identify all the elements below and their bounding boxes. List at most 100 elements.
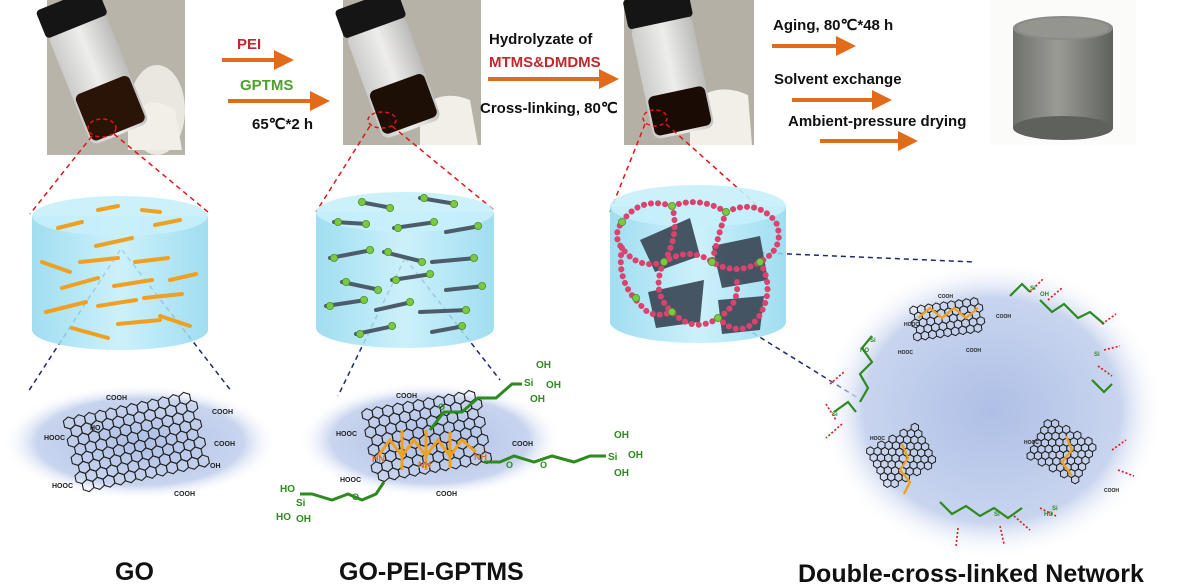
step1-labels: PEI GPTMS 65℃*2 h xyxy=(237,36,313,133)
hooc-label: HOOC xyxy=(1024,440,1039,446)
nh-label: NH xyxy=(418,460,431,470)
hn-label: HN xyxy=(372,454,385,464)
ho-label: HO xyxy=(1044,512,1053,518)
network-halo xyxy=(820,260,1164,560)
si-label: Si xyxy=(870,338,876,344)
silica-network xyxy=(614,199,782,332)
si-label: Si xyxy=(524,378,534,389)
oh-label: OH xyxy=(210,463,221,470)
cooh-label: COOH xyxy=(938,294,953,300)
si-label: Si xyxy=(1030,286,1036,292)
go-chem-labels: COOH COOH HOOC COOH HOOC COOH HO OH xyxy=(44,395,235,498)
network-cylinder xyxy=(610,185,786,343)
vial-photo-3 xyxy=(623,0,754,145)
hooc-label: HOOC xyxy=(904,322,919,328)
bottom-labels: GO GO-PEI-GPTMS Double-cross-linked Netw… xyxy=(115,558,1144,588)
pei-chem-labels: COOH HOOC COOH HOOC COOH xyxy=(336,393,533,498)
cooh-label: COOH xyxy=(512,441,533,448)
oh-label: OH xyxy=(1040,292,1049,298)
condition-label-2: Cross-linking, 80℃ xyxy=(480,100,618,117)
gptms-label: GPTMS xyxy=(240,77,293,94)
cooh-label: COOH xyxy=(174,491,195,498)
hexagon-ring xyxy=(479,451,493,465)
drying-label: Ambient-pressure drying xyxy=(788,113,966,130)
o-label: O xyxy=(438,402,445,412)
hooc-label: HOOC xyxy=(870,436,885,442)
ho-label: HO xyxy=(90,425,101,432)
gptms-o-labels: O O O O xyxy=(352,402,547,502)
nh-label: NH xyxy=(474,452,487,462)
si-label: Si xyxy=(296,498,306,509)
network-go-labels: COOH HOOC COOH HOOC COOH HOOC HOOC COOH xyxy=(870,294,1119,494)
process-arrows-3 xyxy=(772,36,918,151)
hooc-label: HOOC xyxy=(52,483,73,490)
oh-label: OH xyxy=(628,450,643,461)
ho-label: HO xyxy=(276,512,291,523)
si-label: Si xyxy=(1094,352,1100,358)
network-red-bonds xyxy=(825,277,1135,547)
network-structure xyxy=(866,297,1097,489)
hexagon-ring xyxy=(197,454,211,468)
cooh-label: COOH xyxy=(396,393,417,400)
si-label: Si xyxy=(608,452,618,463)
oh-label: OH xyxy=(536,360,551,371)
vial-photo-1 xyxy=(36,0,185,155)
step3-labels: Aging, 80℃*48 h Solvent exchange Ambient… xyxy=(773,17,966,130)
o-label: O xyxy=(352,492,359,502)
hooc-label: HOOC xyxy=(340,477,361,484)
hooc-label: HOOC xyxy=(336,431,357,438)
silane-label: MTMS&DMDMS xyxy=(489,54,601,71)
gray-sheets xyxy=(640,218,768,334)
oh-label: OH xyxy=(546,380,561,391)
cooh-label: COOH xyxy=(996,314,1011,320)
cooh-label: COOH xyxy=(436,491,457,498)
hooc-label: HOOC xyxy=(44,435,65,442)
oh-label: OH xyxy=(296,514,311,525)
oh-label: OH xyxy=(614,468,629,479)
vial-photo-2 xyxy=(335,0,481,145)
si-label: Si xyxy=(994,512,1000,518)
hexagon-ring xyxy=(973,323,983,334)
silanol-labels: OH Si OH OH OH Si OH OH HO Si HO OH xyxy=(276,360,643,525)
network-green-links xyxy=(833,282,1113,520)
pei-label: PEI xyxy=(237,36,261,53)
aerogel-photo xyxy=(990,0,1136,145)
hexagon-ring xyxy=(1088,442,1097,453)
o-label: O xyxy=(540,460,547,470)
cooh-label: COOH xyxy=(212,409,233,416)
network-title: Double-cross-linked Network xyxy=(798,560,1144,588)
network-pei xyxy=(898,306,1074,495)
hexagon-ring xyxy=(883,478,892,488)
gptms-balls xyxy=(325,193,486,338)
go-title: GO xyxy=(115,558,154,586)
network-green-balls xyxy=(618,201,765,322)
process-arrows-1 xyxy=(222,50,330,111)
step2-labels: Hydrolyzate of MTMS&DMDMS Cross-linking,… xyxy=(480,31,618,117)
oh-label: OH xyxy=(614,430,629,441)
si-label: Si xyxy=(832,412,838,418)
condition-label-1: 65℃*2 h xyxy=(252,116,313,133)
go-cylinder xyxy=(32,196,208,350)
ho-label: HO xyxy=(280,484,295,495)
go-structure xyxy=(62,391,211,493)
cooh-label: COOH xyxy=(214,441,235,448)
hooc-label: HOOC xyxy=(898,350,913,356)
go-pei-gptms-title: GO-PEI-GPTMS xyxy=(339,558,524,586)
gptms-chains xyxy=(300,382,606,502)
oh-label: OH xyxy=(530,394,545,405)
go-sheets xyxy=(40,204,198,340)
go-halo xyxy=(2,384,278,500)
cooh-label: COOH xyxy=(106,395,127,402)
go-pei-gptms-cylinder xyxy=(316,192,494,348)
hydrolyzate-label: Hydrolyzate of xyxy=(489,31,593,48)
network-chem-labels: Si OH Si HO Si Si Si HO Si xyxy=(832,286,1100,518)
pei-chain xyxy=(376,430,477,470)
ho-label: HO xyxy=(860,348,869,354)
o-label: O xyxy=(506,460,513,470)
solvent-exchange-label: Solvent exchange xyxy=(774,71,902,88)
pei-n-labels: HN NH NH xyxy=(372,452,487,470)
cooh-label: COOH xyxy=(966,348,981,354)
cooh-label: COOH xyxy=(1104,488,1119,494)
si-label: Si xyxy=(1052,506,1058,512)
